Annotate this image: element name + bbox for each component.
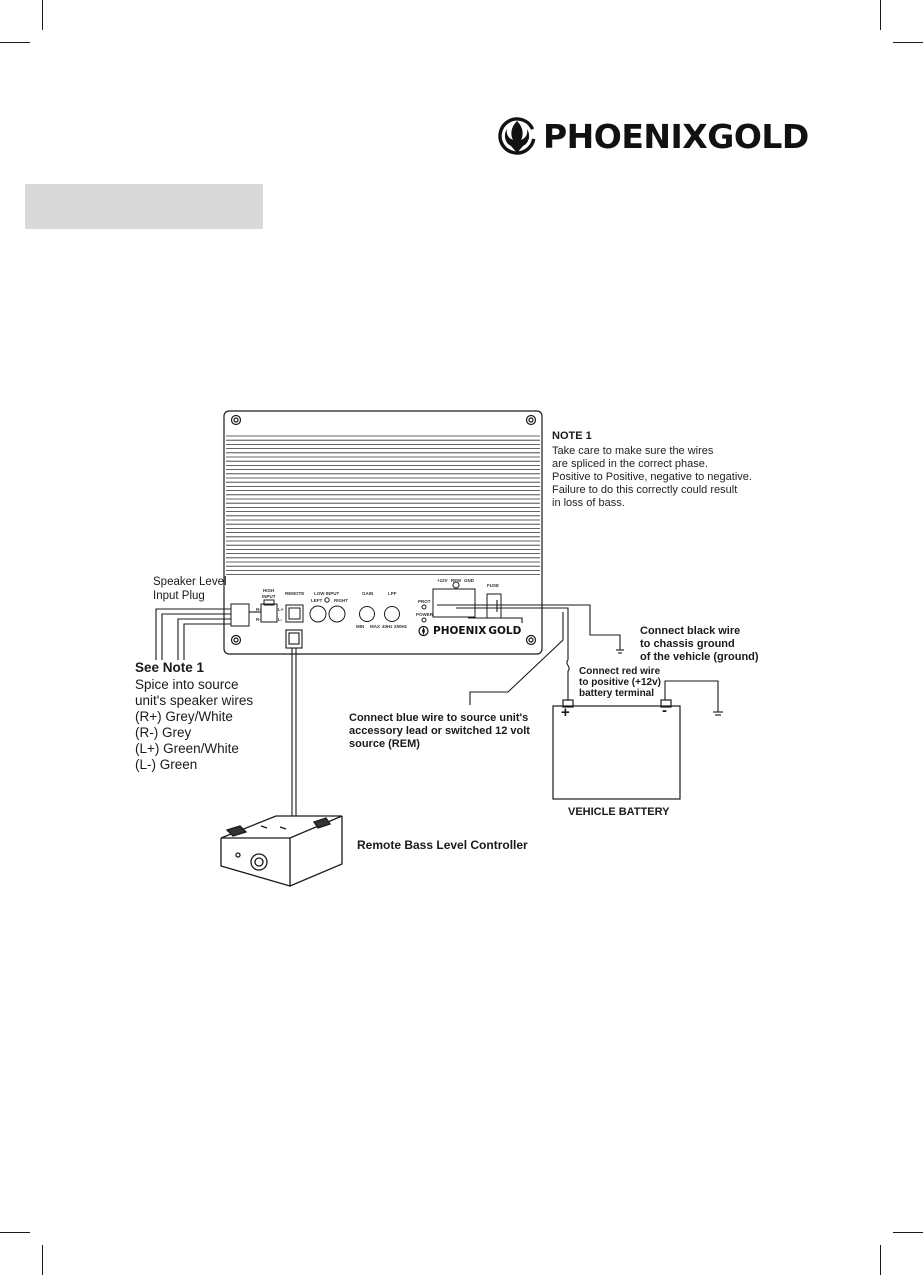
battery-terminal-positive [562,699,574,708]
red-wire-label-1: Connect red wire [579,666,661,677]
note1-line: in loss of bass. [552,497,625,509]
panel-label-right: RIGHT [334,598,348,603]
amplifier-body [223,410,543,655]
phoenix-small-icon [418,625,429,637]
panel-label-lm: L- [278,617,283,622]
panel-label-prot: PROT [418,599,431,604]
gain-knob [359,606,375,622]
panel-label-left: LEFT [311,598,323,603]
splice-line: (L+) Green/White [135,741,239,756]
see-note-heading: See Note 1 [135,660,205,675]
crop-mark-bottom-right-h [893,1232,923,1233]
note1-line: Positive to Positive, negative to negati… [552,471,752,483]
panel-label-low-input: LOW INPUT [314,591,340,596]
speaker-plug [230,603,250,627]
panel-label-high: HIGH [263,588,275,593]
panel-label-input: INPUT [262,594,276,599]
crop-mark-bottom-left-h [0,1232,30,1233]
splice-line: (R+) Grey/White [135,709,233,724]
panel-label-rm: R- [256,617,261,622]
panel-label-gnd: GND [464,578,474,583]
lpf-knob [384,606,400,622]
panel-label-12v: +12V [437,578,448,583]
red-wire-label-2: to positive (+12v) [579,677,661,688]
power-terminal-block [432,588,476,618]
note1-title: NOTE 1 [552,430,592,442]
crop-mark-bottom-left-v [42,1245,43,1275]
speaker-level-label-2: Input Plug [153,590,205,602]
panel-label-max: MAX [370,624,380,629]
vehicle-battery [552,705,681,800]
ground-label-2: to chassis ground [640,638,735,650]
remote-controller-device [220,815,343,887]
remote-controller-label: Remote Bass Level Controller [357,838,528,852]
ground-label-3: of the vehicle (ground) [640,651,759,663]
mount-hole-bl [230,634,242,646]
red-wire-label-3: battery terminal [579,688,655,699]
section-heading-box [25,184,263,229]
heatsink-fins [226,435,540,575]
panel-label-rp: R+ [256,607,262,612]
blue-wire-label-3: source (REM) [349,738,420,750]
speaker-level-label-1: Speaker Level [153,576,227,588]
splice-line: Spice into source [135,677,239,692]
battery-terminal-negative [660,699,672,708]
panel-label-min: MIN [356,624,365,629]
panel-label-fuse: FUSE [487,583,500,588]
crop-mark-top-left-v [42,0,43,30]
battery-label: VEHICLE BATTERY [568,806,670,818]
note1-line: Take care to make sure the wires [552,445,714,457]
panel-label-250hz: 250Hz [394,624,408,629]
blue-wire-label-2: accessory lead or switched 12 volt [349,725,530,737]
phoenix-bird-icon [498,117,536,155]
panel-label-power: POWER [416,612,434,617]
note1-line: Failure to do this correctly could resul… [552,484,738,496]
crop-mark-top-right-h [893,42,923,43]
blue-wire-label-1: Connect blue wire to source unit's [349,712,529,724]
panel-label-lp: L+ [278,607,284,612]
mount-hole-br [525,634,537,646]
brand-name: PHOENIXGOLD [543,116,809,156]
battery-minus-sign: - [662,702,667,719]
splice-line: unit's speaker wires [135,693,254,708]
mount-hole-tl [230,414,242,426]
note1-line: are spliced in the correct phase. [552,458,708,470]
panel-label-lpf: LPF [388,591,397,596]
battery-plus-sign: + [561,704,570,721]
brand-logo: PHOENIXGOLD [497,112,827,160]
splice-line: (R-) Grey [135,725,192,740]
crop-mark-top-left-h [0,42,30,43]
crop-mark-bottom-right-v [880,1245,881,1275]
mount-hole-tr [525,414,537,426]
high-input-connector [260,603,278,623]
remote-port [285,604,304,623]
panel-label-remote: REMOTE [285,591,305,596]
crop-mark-top-right-v [880,0,881,30]
ground-label-1: Connect black wire [640,625,741,637]
splice-line: (L-) Green [135,757,198,772]
panel-label-rem: REM [451,578,461,583]
panel-label-gain: GAIN [362,591,374,596]
left-rca-jack [309,605,327,623]
fuse-holder [486,593,502,619]
right-rca-jack [328,605,346,623]
panel-label-40hz: 40Hz [382,624,393,629]
